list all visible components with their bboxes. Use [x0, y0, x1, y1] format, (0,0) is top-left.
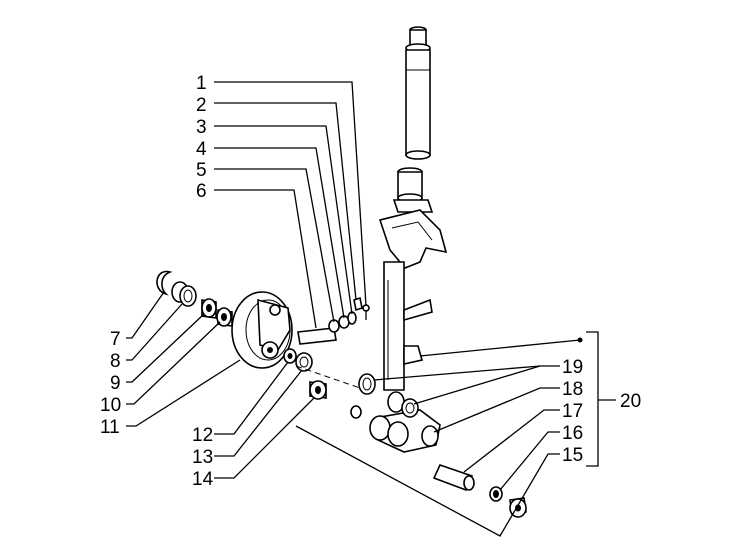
part-2-clip [353, 296, 363, 312]
label-19: 19 [562, 357, 583, 378]
part-8-seal [171, 281, 197, 307]
label-5: 5 [196, 160, 207, 181]
part-9-bearing [201, 298, 217, 319]
part-13-seal [295, 352, 313, 372]
label-16: 16 [562, 423, 583, 444]
label-3: 3 [196, 117, 207, 138]
label-6: 6 [196, 181, 207, 202]
label-17: 17 [562, 401, 583, 422]
leader-lines [126, 81, 616, 537]
part-small-clip [350, 405, 362, 419]
label-14: 14 [192, 469, 214, 490]
label-15: 15 [562, 445, 583, 466]
swing-arm [369, 409, 441, 453]
label-10: 10 [100, 395, 121, 416]
label-1: 1 [196, 73, 207, 94]
part-12-oring [283, 348, 297, 364]
part-14-bushing [309, 380, 327, 400]
part-7-circlip [156, 270, 173, 296]
part-16-ring [489, 486, 503, 502]
label-20: 20 [620, 391, 641, 412]
label-11: 11 [100, 417, 120, 438]
label-7: 7 [110, 329, 121, 350]
brake-plate [231, 291, 293, 369]
label-12: 12 [192, 425, 213, 446]
part-labels: 1 2 3 4 5 6 7 8 9 10 11 12 13 14 15 16 1… [100, 73, 641, 490]
part-17-pin [432, 464, 475, 492]
steering-tube [378, 26, 448, 391]
label-9: 9 [110, 373, 121, 394]
label-4: 4 [196, 139, 207, 160]
label-13: 13 [192, 447, 213, 468]
part-1-screw [362, 304, 370, 320]
part-6-spring [297, 327, 337, 345]
label-18: 18 [562, 379, 583, 400]
part-10-bearing [216, 307, 233, 327]
label-8: 8 [110, 351, 121, 372]
label-2: 2 [196, 95, 207, 116]
